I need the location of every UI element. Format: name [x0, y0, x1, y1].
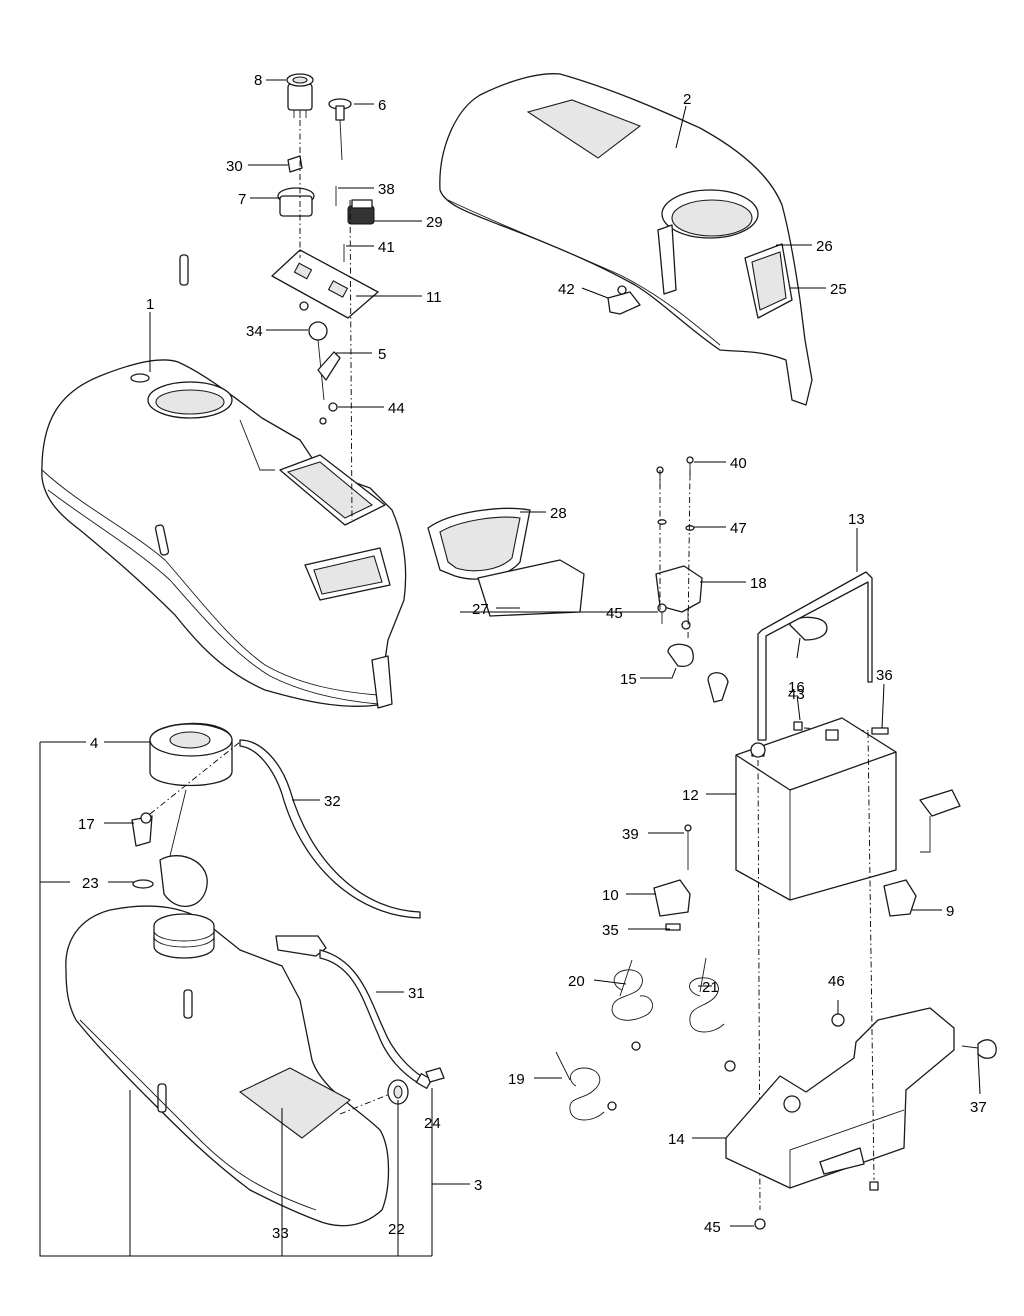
callout-28: 28 [550, 505, 567, 522]
part-32-vent-hose [239, 739, 421, 919]
callout-16: 16 [788, 679, 805, 696]
callout-34: 34 [246, 323, 263, 340]
callout-5: 5 [378, 346, 386, 363]
switch-cluster [271, 73, 379, 521]
callout-19: 19 [508, 1071, 525, 1088]
callout-40: 40 [730, 455, 747, 472]
callout-30: 30 [226, 158, 243, 175]
callout-31: 31 [408, 985, 425, 1002]
callout-10: 10 [602, 887, 619, 904]
part-2-rear-cover [439, 73, 813, 406]
callout-32: 32 [324, 793, 341, 810]
solenoid-cluster [655, 456, 828, 703]
callout-24: 24 [424, 1115, 441, 1132]
callout-20: 20 [568, 973, 585, 990]
callout-42: 42 [558, 281, 575, 298]
callout-7: 7 [238, 191, 246, 208]
callout-46: 46 [828, 973, 845, 990]
callout-38: 38 [378, 181, 395, 198]
tank-gasket [159, 855, 208, 907]
callout-22: 22 [388, 1221, 405, 1238]
callout-4: 4 [90, 735, 98, 752]
part-17-valve [131, 812, 153, 847]
callout-11: 11 [426, 289, 442, 306]
part-23-grommet [132, 879, 154, 889]
callout-47: 47 [730, 520, 747, 537]
callout-6: 6 [378, 97, 386, 114]
callout-45-lower: 45 [704, 1219, 721, 1236]
part-46-37 [831, 1013, 997, 1059]
leader-lines [104, 79, 981, 1227]
callout-labels: 8 6 30 38 7 29 41 11 1 34 5 44 2 26 25 4… [78, 72, 987, 1242]
callout-18: 18 [750, 575, 767, 592]
callout-44: 44 [388, 400, 405, 417]
part-12-battery [735, 717, 897, 1211]
callout-23: 23 [82, 875, 99, 892]
callout-37: 37 [970, 1099, 987, 1116]
callout-2: 2 [683, 91, 691, 108]
callout-14: 14 [668, 1131, 685, 1148]
callout-25: 25 [830, 281, 847, 298]
part-1-front-hood [41, 254, 407, 709]
callout-27: 27 [472, 601, 489, 618]
part-3-fuel-tank [65, 905, 390, 1227]
group-bracket-3 [39, 742, 432, 1257]
part-10-relay [653, 824, 692, 931]
callout-26: 26 [816, 238, 833, 255]
callout-39: 39 [622, 826, 639, 843]
callout-15: 15 [620, 671, 637, 688]
callout-33: 33 [272, 1225, 289, 1242]
part-42-bracket [607, 285, 641, 315]
callout-35: 35 [602, 922, 619, 939]
callout-36: 36 [876, 667, 893, 684]
callout-12: 12 [682, 787, 699, 804]
part-45-nut [754, 1218, 766, 1230]
callout-29: 29 [426, 214, 443, 231]
callout-45-upper: 45 [606, 605, 623, 622]
part-28-27-trim [427, 507, 585, 617]
callout-41: 41 [378, 239, 395, 256]
part-4-fuel-cap [149, 722, 233, 857]
callout-43: 43 [788, 686, 805, 703]
callout-1: 1 [146, 296, 154, 313]
callout-3: 3 [474, 1177, 482, 1194]
callout-13: 13 [848, 511, 865, 528]
callout-8: 8 [254, 72, 262, 89]
callout-9: 9 [946, 903, 954, 920]
callout-17: 17 [78, 816, 95, 833]
part-14-battery-tray [725, 731, 955, 1191]
part-22-24-fittings [339, 1067, 445, 1115]
callout-21: 21 [702, 979, 719, 996]
part-13-rod [757, 571, 873, 741]
part-9-connector [883, 789, 961, 917]
part-31-fuel-line [275, 935, 433, 1089]
